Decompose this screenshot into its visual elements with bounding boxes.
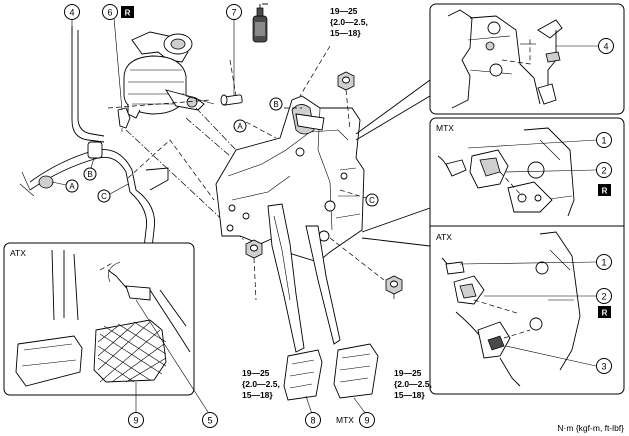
callout-3: 3 xyxy=(596,358,612,374)
callout-1-mtx: 1 xyxy=(596,132,612,148)
marker-c-left: C xyxy=(97,183,129,203)
svg-text:C: C xyxy=(101,192,107,201)
nut-left xyxy=(245,239,263,259)
r-badge-mtx: R xyxy=(598,184,611,196)
svg-text:15—18}: 15—18} xyxy=(330,28,361,38)
svg-text:{2.0—2.5,: {2.0—2.5, xyxy=(242,379,280,389)
brake-pedal-arm xyxy=(305,225,341,345)
label-mtx-right: MTX xyxy=(436,123,454,133)
grease-tube-icon xyxy=(252,3,268,43)
svg-text:R: R xyxy=(602,187,608,196)
marker-a-left: A xyxy=(51,179,79,193)
svg-text:1: 1 xyxy=(601,258,606,268)
marker-a-center: A xyxy=(233,119,247,133)
clip-part-6 xyxy=(117,107,131,132)
r-badge-top: R xyxy=(121,6,134,18)
clutch-pedal-arm xyxy=(267,203,305,353)
svg-text:19—25: 19—25 xyxy=(394,368,422,378)
label-atx-right: ATX xyxy=(436,232,452,242)
svg-text:9: 9 xyxy=(133,416,138,426)
svg-text:4: 4 xyxy=(603,42,608,52)
callout-7: 7 xyxy=(226,4,242,20)
svg-text:19—25: 19—25 xyxy=(242,368,270,378)
pin-part xyxy=(220,94,243,106)
detail-box-switches xyxy=(429,117,625,395)
detail-box-switch-connector xyxy=(429,3,625,115)
label-mtx-bottom: MTX xyxy=(336,415,354,425)
pedal-pad-right xyxy=(333,343,379,399)
callout-4-right: 4 xyxy=(598,38,614,54)
nut-top xyxy=(337,71,355,91)
callout-5: 5 xyxy=(202,412,218,428)
svg-text:{2.0—2.5,: {2.0—2.5, xyxy=(394,379,432,389)
svg-text:3: 3 xyxy=(601,362,606,372)
svg-text:R: R xyxy=(602,309,608,318)
svg-text:15—18}: 15—18} xyxy=(394,390,425,400)
svg-text:2: 2 xyxy=(601,292,606,302)
torque-unit-note: N·m {kgf-m, ft-lbf} xyxy=(557,423,624,433)
svg-text:8: 8 xyxy=(310,416,315,426)
svg-text:1: 1 xyxy=(601,136,606,146)
marker-c-center: C xyxy=(365,193,379,207)
callout-leaders xyxy=(71,17,598,415)
svg-text:7: 7 xyxy=(231,8,236,18)
marker-b-center: B xyxy=(269,97,283,111)
callout-4-left: 4 xyxy=(64,4,80,20)
svg-text:B: B xyxy=(87,170,92,179)
svg-text:15—18}: 15—18} xyxy=(242,390,273,400)
torque-spec-top: 19—25 {2.0—2.5, 15—18} xyxy=(330,6,368,38)
callout-2-mtx: 2 xyxy=(596,162,612,178)
svg-text:R: R xyxy=(125,9,131,18)
pedal-pad-left xyxy=(283,349,323,401)
connection-lines-center xyxy=(245,45,431,302)
svg-text:A: A xyxy=(69,182,75,191)
svg-text:4: 4 xyxy=(69,8,74,18)
label-atx-left: ATX xyxy=(10,248,26,258)
r-badge-atx: R xyxy=(598,306,611,318)
callout-6: 6 xyxy=(102,4,118,20)
svg-text:C: C xyxy=(369,196,375,205)
marker-b-left: B xyxy=(83,157,97,181)
pedal-bracket xyxy=(215,95,365,263)
nut-right xyxy=(385,275,403,295)
svg-text:19—25: 19—25 xyxy=(330,6,358,16)
callout-1-atx: 1 xyxy=(596,254,612,270)
callout-2-atx: 2 xyxy=(596,288,612,304)
svg-text:B: B xyxy=(273,100,278,109)
svg-text:{2.0—2.5,: {2.0—2.5, xyxy=(330,17,368,27)
svg-text:9: 9 xyxy=(364,416,369,426)
svg-text:6: 6 xyxy=(107,8,112,18)
pedal-pad-texture xyxy=(97,321,167,383)
svg-text:2: 2 xyxy=(601,166,606,176)
svg-text:A: A xyxy=(237,122,243,131)
clutch-master-cylinder xyxy=(123,31,215,119)
callout-9-mtx: 9 xyxy=(359,412,375,428)
torque-spec-mid: 19—25 {2.0—2.5, 15—18} xyxy=(242,368,280,400)
torque-spec-bottom: 19—25 {2.0—2.5, 15—18} xyxy=(394,368,432,400)
callout-9-left: 9 xyxy=(128,412,144,428)
svg-text:5: 5 xyxy=(207,416,212,426)
callout-8: 8 xyxy=(305,412,321,428)
atx-inset-box xyxy=(3,242,195,396)
clutch-pipe-assembly xyxy=(19,26,169,249)
